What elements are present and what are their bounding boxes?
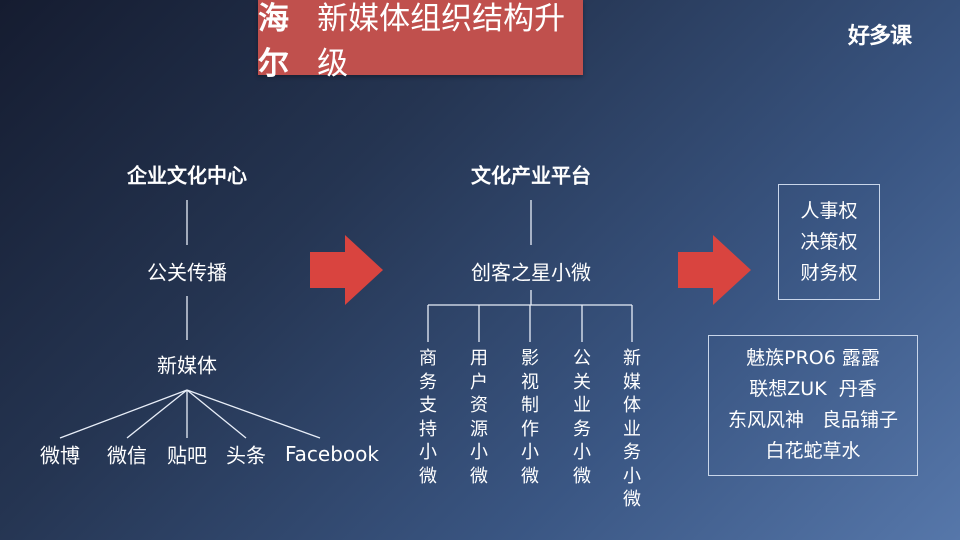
left-heading: 企业文化中心 xyxy=(127,163,247,188)
case-item: 魅族PRO6 露露 xyxy=(746,347,880,369)
unit-item: 商务支持小微 xyxy=(419,348,437,487)
unit-item: 用户资源小微 xyxy=(470,348,488,487)
case-item: 联想ZUK 丹香 xyxy=(749,378,877,400)
connector xyxy=(126,389,188,439)
unit-item: 新媒体业务小微 xyxy=(623,348,641,510)
logo: 好多课 xyxy=(848,24,912,49)
rights-item: 决策权 xyxy=(800,231,858,253)
connector xyxy=(186,389,247,439)
cases-box: 魅族PRO6 露露 联想ZUK 丹香 东风风神 良品铺子 白花蛇草水 xyxy=(708,335,918,476)
left-mid-node: 公关传播 xyxy=(147,260,227,285)
unit-item: 公关业务小微 xyxy=(573,348,591,487)
connector xyxy=(186,389,321,439)
channel-item: Facebook xyxy=(285,442,379,466)
channel-item: 贴吧 xyxy=(167,443,207,468)
middle-node: 创客之星小微 xyxy=(471,260,591,285)
case-item: 白花蛇草水 xyxy=(765,440,861,462)
rights-box: 人事权 决策权 财务权 xyxy=(778,184,880,300)
connector xyxy=(59,389,188,439)
title-bold: 海尔 xyxy=(258,0,289,82)
title-banner: 海尔新媒体组织结构升级 xyxy=(258,0,583,82)
arrow-right-icon xyxy=(310,235,383,305)
channel-item: 微博 xyxy=(40,443,80,468)
rights-item: 人事权 xyxy=(800,200,858,222)
unit-item: 影视制作小微 xyxy=(521,348,539,487)
arrow-right-icon xyxy=(678,235,751,305)
channel-item: 微信 xyxy=(107,443,147,468)
case-item: 东风风神 良品铺子 xyxy=(727,409,899,431)
rights-item: 财务权 xyxy=(800,262,858,284)
title-text: 新媒体组织结构升级 xyxy=(317,0,566,82)
channel-item: 头条 xyxy=(226,443,266,468)
middle-heading: 文化产业平台 xyxy=(471,163,591,188)
left-node: 新媒体 xyxy=(157,353,217,378)
